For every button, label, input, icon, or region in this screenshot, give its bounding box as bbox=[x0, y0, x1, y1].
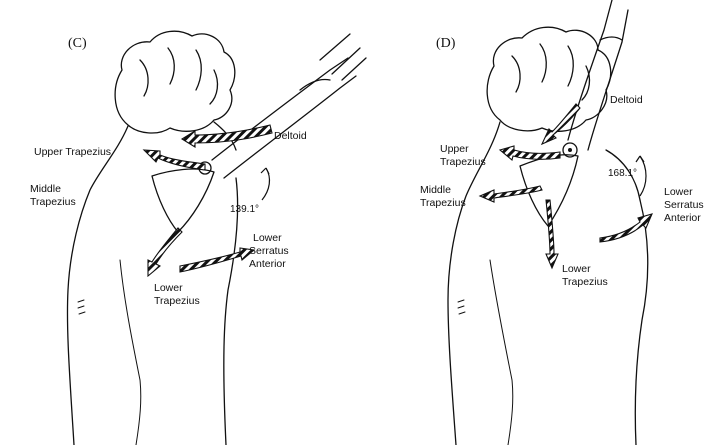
panel-c-middle-trapezius-label-1: Middle bbox=[30, 183, 61, 195]
panel-d-middle-trapezius-arrow bbox=[478, 185, 543, 203]
panel-c-id: (C) bbox=[68, 36, 87, 51]
panel-d-arm bbox=[567, 0, 629, 151]
panel-c-hair bbox=[114, 30, 236, 134]
panel-c-middle-trapezius-label-2: Trapezius bbox=[30, 196, 76, 208]
panel-d-upper-trapezius-label-2: Trapezius bbox=[440, 156, 486, 168]
panel-c-lower-serratus-label-2: Serratus bbox=[249, 245, 289, 257]
panel-c-upper-trapezius-label: Upper Trapezius bbox=[34, 146, 112, 158]
panel-d-deltoid-label: Deltoid bbox=[610, 94, 643, 106]
panel-d-upper-trapezius-arrow bbox=[498, 145, 561, 161]
panel-d-lower-serratus-arrow bbox=[599, 213, 653, 243]
panel-c-scapula bbox=[151, 168, 215, 233]
panel-d-middle-trapezius-label-2: Trapezius bbox=[420, 197, 466, 209]
panel-c-lower-serratus-label-1: Lower bbox=[253, 232, 282, 244]
panel-c-deltoid-label: Deltoid bbox=[274, 130, 307, 142]
panel-d-spine bbox=[489, 259, 514, 445]
panel-d-lower-trapezius-arrow bbox=[545, 199, 559, 270]
panel-c-body-outline bbox=[66, 125, 129, 445]
panel-d-id: (D) bbox=[436, 36, 456, 51]
panel-d-lower-serratus-label-1: Lower bbox=[664, 186, 693, 198]
panel-d-lower-serratus-label-3: Anterior bbox=[664, 212, 701, 224]
panel-d-lower-trapezius-label-2: Trapezius bbox=[562, 276, 608, 288]
panel-c-angle-label: 139.1° bbox=[230, 204, 260, 215]
panel-d-middle-trapezius-label-1: Middle bbox=[420, 184, 451, 196]
panel-c-lower-trapezius-label-1: Lower bbox=[154, 282, 183, 294]
panel-c-upper-trapezius-arrow bbox=[142, 149, 206, 171]
panel-d-lower-serratus-label-2: Serratus bbox=[664, 199, 704, 211]
panel-c-deltoid-arrow bbox=[180, 124, 273, 148]
panel-d-angle-label: 168.1° bbox=[608, 168, 638, 179]
panel-c-middle-trapezius-arrow bbox=[147, 227, 183, 278]
panel-d-body-outline bbox=[447, 121, 501, 445]
panel-c-arm bbox=[211, 57, 357, 179]
panel-c-spine bbox=[119, 259, 142, 445]
panel-c-lower-trapezius-label-2: Trapezius bbox=[154, 295, 200, 307]
panel-d-deltoid-arrow bbox=[540, 103, 581, 146]
panel-d-hair bbox=[486, 26, 612, 132]
panel-c-lower-trapezius-arrow bbox=[179, 247, 256, 273]
panel-d-upper-trapezius-label-1: Upper bbox=[440, 143, 469, 155]
panel-c-lower-serratus-label-3: Anterior bbox=[249, 258, 286, 270]
panel-d-lower-trapezius-label-1: Lower bbox=[562, 263, 591, 275]
